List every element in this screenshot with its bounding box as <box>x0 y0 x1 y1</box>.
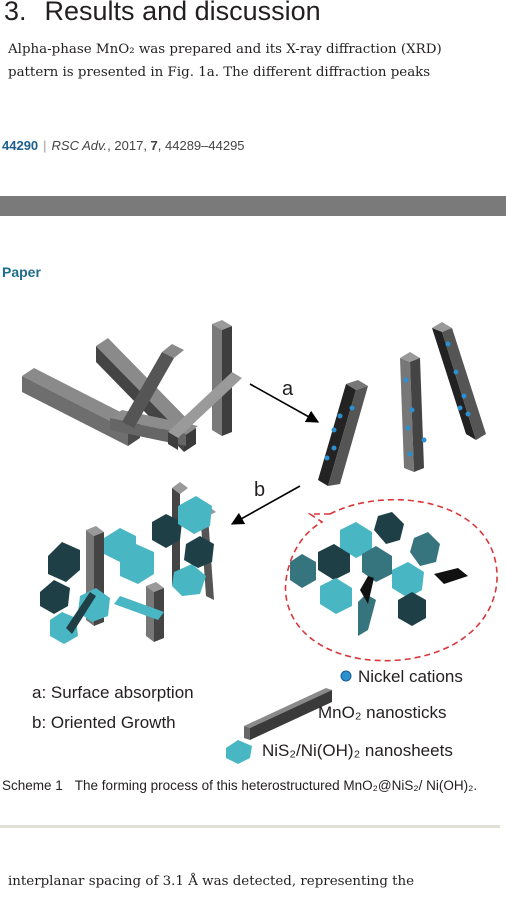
legend: Nickel cations MnO₂ nanosticks NiS₂/Ni(O… <box>32 667 463 764</box>
step-a-arrow <box>249 383 320 423</box>
scheme-figure: a b <box>22 320 498 764</box>
section-number: 3. <box>4 0 27 26</box>
paragraph-line: Alpha-phase MnO₂ was prepared and its X-… <box>8 42 442 57</box>
journal-year: , 2017, <box>107 138 151 153</box>
scheme-caption: Scheme 1 The forming process of this hete… <box>2 776 502 796</box>
journal-pages: , 44289–44295 <box>157 138 245 153</box>
rods-with-cations <box>318 322 486 486</box>
legend-step-a: a: Surface absorption <box>32 683 194 702</box>
legend-nickel: Nickel cations <box>358 667 463 686</box>
legend-step-b: b: Oriented Growth <box>32 713 176 732</box>
section-heading: 3. Results and discussion <box>4 0 321 27</box>
paper-header-label: Paper <box>2 264 41 280</box>
step-a-label: a <box>282 378 294 400</box>
zoom-callout <box>284 498 498 662</box>
nickel-cation-icon <box>340 670 352 682</box>
legend-nis2: NiS₂/Ni(OH)₂ nanosheets <box>262 741 453 760</box>
page-break-band <box>0 196 506 216</box>
journal-volume: 7 <box>150 138 158 153</box>
paragraph-line: interplanar spacing of 3.1 Å was detecte… <box>8 874 415 889</box>
step-b-arrow <box>230 485 301 525</box>
rod-cluster <box>22 320 242 452</box>
nanosheets-detail <box>290 512 468 636</box>
caption-rule <box>0 825 500 828</box>
footer-separator: | <box>43 138 47 153</box>
heterostructure-cluster <box>40 482 216 644</box>
caption-label: Scheme 1 <box>2 778 63 793</box>
caption-text: The forming process of this heterostruct… <box>74 778 478 793</box>
section-title: Results and discussion <box>44 0 321 26</box>
mno2-rod-icon <box>250 690 332 740</box>
page-footer: 44290 | RSC Adv., 2017, 7, 44289–44295 <box>2 138 245 153</box>
legend-mno2: MnO₂ nanosticks <box>318 703 446 722</box>
page-number: 44290 <box>2 138 39 153</box>
step-b-label: b <box>254 479 265 501</box>
journal-name: RSC Adv. <box>51 138 108 153</box>
nanosheet-icon <box>226 740 252 764</box>
paragraph-line: pattern is presented in Fig. 1a. The dif… <box>8 65 431 80</box>
